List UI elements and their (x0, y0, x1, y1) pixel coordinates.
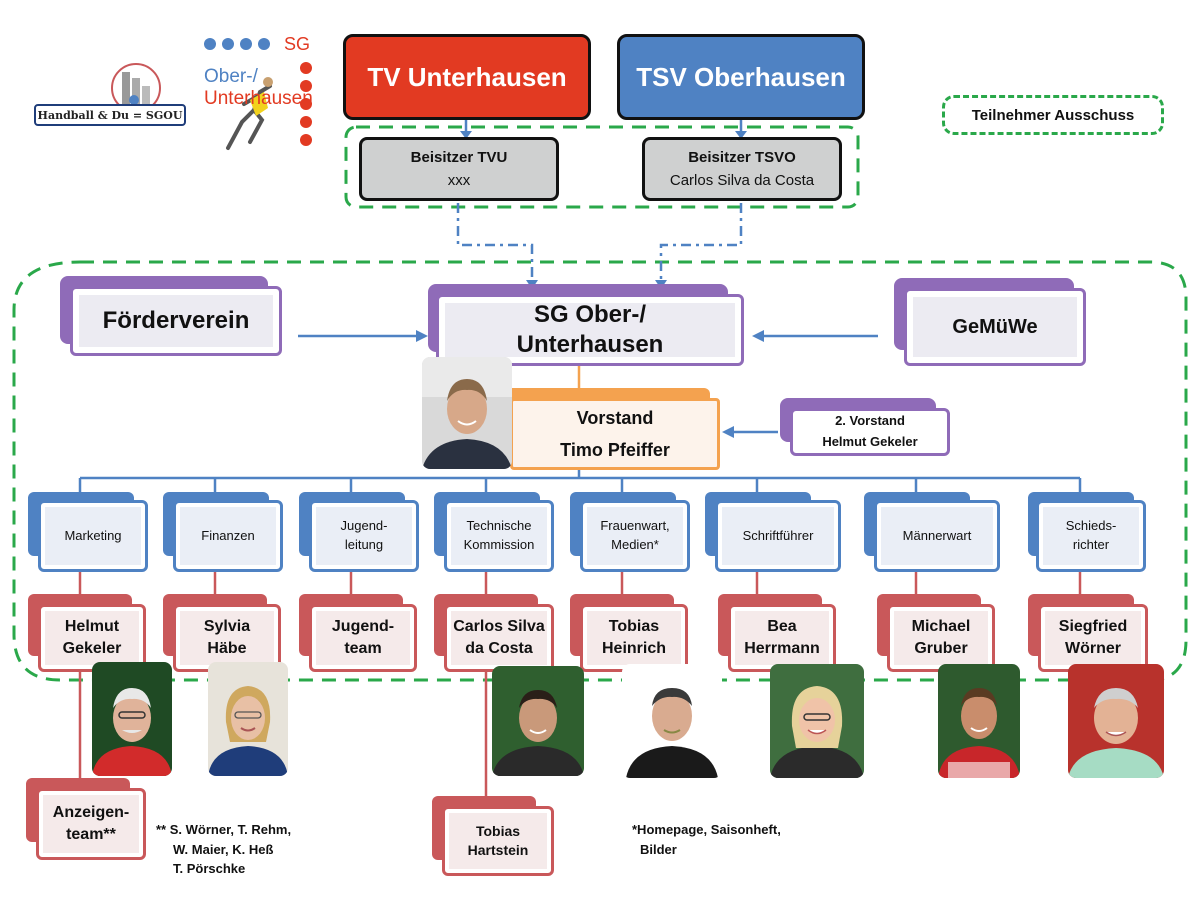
sg-center-box: SG Ober-/ Unterhausen (436, 294, 744, 366)
timo-pfeiffer-photo (422, 357, 512, 469)
board-dashed-region (12, 260, 1188, 682)
dept-frauenwart-medien: Frauenwart,Medien* (580, 500, 690, 572)
vorstand-name: Timo Pfeiffer (560, 440, 670, 460)
anzeigenteam-note-2: W. Maier, K. Heß (173, 841, 274, 857)
handball-player-icon (204, 38, 312, 150)
vorstand-box: Vorstand Timo Pfeiffer (510, 398, 720, 470)
tobias-heinrich-photo (622, 664, 722, 778)
foerderverein-label: Förderverein (102, 307, 250, 334)
anzeigenteam-note-3: T. Pörschke (173, 861, 246, 876)
second-vorstand-title: 2. Vorstand (835, 413, 905, 429)
second-vorstand-name: Helmut Gekeler (822, 434, 918, 449)
sg-logo: SG Ober-/ Unterhausen (198, 30, 320, 152)
beisitzer-tvu-name: xxx (447, 172, 471, 189)
siegfried-woerner-photo (1068, 664, 1164, 778)
carlos-silva-photo (492, 666, 584, 776)
beisitzer-dashed-region (344, 125, 860, 209)
beisitzer-tvu-box: Beisitzer TVU xxx (359, 137, 559, 201)
sgou-label: Handball & Du = SGOU (37, 108, 183, 122)
sylvia-haebe-photo (208, 662, 288, 776)
medien-note: *Homepage, Saisonheft, Bilder (632, 820, 832, 859)
anzeigenteam-box: Anzeigen-team** (36, 788, 146, 860)
medien-note-2: Bilder (640, 841, 677, 857)
hartstein-line1: Tobias (475, 823, 521, 840)
person-jugendteam: Jugend-team (309, 604, 417, 672)
michael-gruber-photo (938, 664, 1020, 778)
gemuewe-label: GeMüWe (952, 315, 1038, 338)
second-vorstand-box: 2. Vorstand Helmut Gekeler (790, 408, 950, 456)
vorstand-title: Vorstand (576, 407, 654, 428)
dept-schiedsrichter: Schieds-richter (1036, 500, 1146, 572)
anzeigenteam-note-1: ** S. Wörner, T. Rehm, (156, 822, 292, 837)
sg-logo-sg: SG (284, 34, 311, 54)
sg-logo-line2: Unterhausen (204, 88, 313, 109)
helmut-gekeler-photo (92, 662, 172, 776)
foerderverein-box: Förderverein (70, 286, 282, 356)
legend-teilnehmer-ausschuss: Teilnehmer Ausschuss (942, 95, 1164, 135)
anzeigenteam-note: ** S. Wörner, T. Rehm, W. Maier, K. Heß … (156, 820, 346, 879)
beisitzer-tvu-title: Beisitzer TVU (410, 149, 508, 166)
beisitzer-tsvo-name: Carlos Silva da Costa (669, 172, 815, 189)
tsvo-label: TSV Oberhausen (636, 61, 846, 92)
medien-note-1: *Homepage, Saisonheft, (632, 822, 781, 837)
dept-marketing: Marketing (38, 500, 148, 572)
beisitzer-tsvo-box: Beisitzer TSVO Carlos Silva da Costa (642, 137, 842, 201)
bea-herrmann-photo (770, 664, 864, 778)
sgou-logo: Handball & Du = SGOU (34, 60, 186, 130)
dept-jugendleitung: Jugend-leitung (309, 500, 419, 572)
tsvo-box: TSV Oberhausen (617, 34, 865, 120)
dept-schriftfuehrer: Schriftführer (715, 500, 841, 572)
anzeigenteam-line2: team** (66, 826, 116, 843)
sgou-label-box: Handball & Du = SGOU (34, 104, 186, 126)
sg-center-line1: SG Ober-/ (533, 301, 647, 328)
tvu-label: TV Unterhausen (367, 61, 567, 92)
sg-logo-line1: Ober-/ (204, 66, 258, 87)
anzeigenteam-line1: Anzeigen- (52, 804, 130, 822)
beisitzer-tsvo-title: Beisitzer TSVO (688, 149, 796, 166)
tvu-box: TV Unterhausen (343, 34, 591, 120)
gemuewe-box: GeMüWe (904, 288, 1086, 366)
legend-label: Teilnehmer Ausschuss (971, 106, 1135, 124)
hartstein-line2: Hartstein (467, 842, 529, 858)
dept-maennerwart: Männerwart (874, 500, 1000, 572)
sg-center-line2: Unterhausen (516, 331, 664, 358)
dept-finanzen: Finanzen (173, 500, 283, 572)
